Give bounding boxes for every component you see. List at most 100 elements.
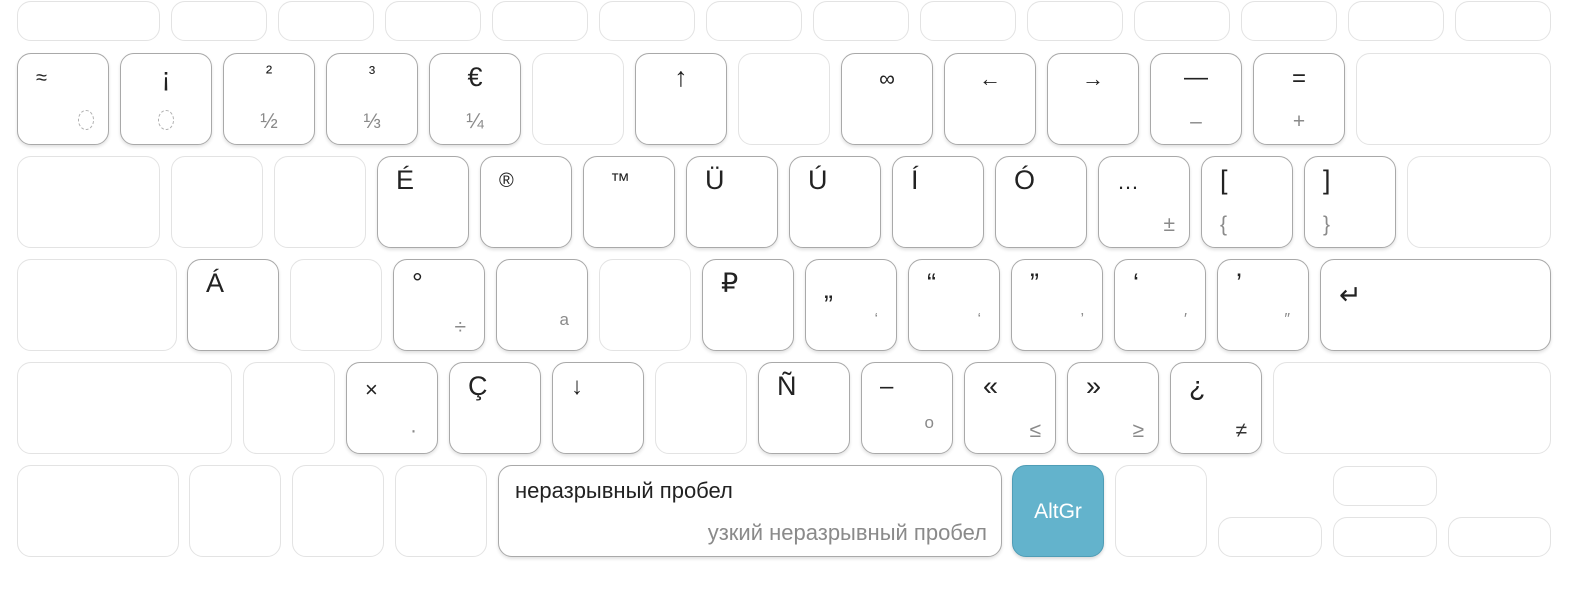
key-ruble[interactable]: ₽ (702, 259, 794, 351)
key-superscript-three[interactable]: ³ ⅓ (326, 53, 418, 145)
key-command-left[interactable] (395, 465, 487, 557)
key-primary: Ú (808, 165, 828, 195)
key-escape[interactable] (17, 1, 160, 41)
key-z[interactable] (243, 362, 335, 454)
key-backspace[interactable] (1356, 53, 1551, 145)
key-arrow-left-nav[interactable] (1218, 517, 1322, 557)
key-primary: Ñ (777, 371, 797, 401)
key-tab[interactable] (17, 156, 160, 248)
key-arrow-right-nav[interactable] (1448, 517, 1551, 557)
key-n-tilde[interactable]: Ñ (758, 362, 850, 454)
key-euro[interactable]: € ¼ (429, 53, 521, 145)
key-registered[interactable]: ® (480, 156, 572, 248)
key-right-shift[interactable] (1273, 362, 1551, 454)
key-b[interactable] (655, 362, 747, 454)
key-trademark[interactable]: ™ (583, 156, 675, 248)
key-f12[interactable] (1348, 1, 1444, 41)
key-ellipsis[interactable]: … ± (1098, 156, 1190, 248)
key-f8[interactable] (920, 1, 1016, 41)
key-blank-8[interactable] (738, 53, 830, 145)
key-right-double-quote[interactable]: ” ’ (1011, 259, 1103, 351)
key-space[interactable]: неразрывный пробел узкий неразрывный про… (498, 465, 1002, 557)
key-primary: ] (1323, 165, 1331, 195)
key-f9[interactable] (1027, 1, 1123, 41)
key-secondary: · (410, 419, 417, 442)
key-f10[interactable] (1134, 1, 1230, 41)
key-q[interactable] (171, 156, 263, 248)
key-f1[interactable] (171, 1, 267, 41)
key-secondary: ≠ (1235, 419, 1247, 442)
key-f4[interactable] (492, 1, 588, 41)
key-secondary: узкий неразрывный пробел (707, 520, 987, 545)
key-u-umlaut[interactable]: Ü (686, 156, 778, 248)
key-multiply[interactable]: × · (346, 362, 438, 454)
key-ordinal-a[interactable]: a (496, 259, 588, 351)
key-w[interactable] (274, 156, 366, 248)
key-inverted-question[interactable]: ¿ ≠ (1170, 362, 1262, 454)
key-primary: ” (1030, 268, 1039, 298)
key-u-acute[interactable]: Ú (789, 156, 881, 248)
key-option[interactable] (292, 465, 384, 557)
key-right-single-quote[interactable]: ’ ″ (1217, 259, 1309, 351)
key-o-acute[interactable]: Ó (995, 156, 1087, 248)
key-primary: Í (911, 165, 919, 195)
key-f6[interactable] (706, 1, 802, 41)
key-left-bracket[interactable]: [ { (1201, 156, 1293, 248)
key-altgr-label: AltGr (1034, 500, 1082, 523)
key-secondary: a (559, 310, 569, 329)
key-blank-6[interactable] (532, 53, 624, 145)
key-arrow-right[interactable]: → (1047, 53, 1139, 145)
key-left-shift[interactable] (17, 362, 232, 454)
key-equals[interactable]: = + (1253, 53, 1345, 145)
key-en-dash[interactable]: – o (861, 362, 953, 454)
key-arrow-down-nav[interactable] (1333, 517, 1437, 557)
key-approx[interactable]: ≈ (17, 53, 109, 145)
key-i-acute[interactable]: Í (892, 156, 984, 248)
key-f7[interactable] (813, 1, 909, 41)
key-option-right[interactable] (1115, 465, 1207, 557)
key-infinity[interactable]: ∞ (841, 53, 933, 145)
key-degree[interactable]: ° ÷ (393, 259, 485, 351)
key-s[interactable] (290, 259, 382, 351)
key-a-acute[interactable]: Á (187, 259, 279, 351)
dotted-circle-grave-icon (121, 110, 211, 134)
key-primary: » (1086, 371, 1102, 401)
key-arrow-up[interactable]: ↑ (635, 53, 727, 145)
key-secondary: – (1190, 110, 1202, 133)
key-backslash[interactable] (1407, 156, 1551, 248)
key-primary: — (1184, 64, 1208, 91)
key-altgr[interactable]: AltGr (1012, 465, 1104, 557)
key-superscript-two[interactable]: ² ½ (223, 53, 315, 145)
key-f11[interactable] (1241, 1, 1337, 41)
key-g[interactable] (599, 259, 691, 351)
key-inverted-exclamation[interactable]: ¡ (120, 53, 212, 145)
key-f3[interactable] (385, 1, 481, 41)
key-secondary: ¼ (466, 110, 484, 133)
key-enter[interactable]: ↵ (1320, 259, 1551, 351)
key-power[interactable] (1455, 1, 1551, 41)
key-low-double-quote[interactable]: „ ‘ (805, 259, 897, 351)
key-left-double-quote[interactable]: “ ‘ (908, 259, 1000, 351)
key-f2[interactable] (278, 1, 374, 41)
key-control[interactable] (189, 465, 281, 557)
key-arrow-left[interactable]: ← (944, 53, 1036, 145)
key-e-acute[interactable]: É (377, 156, 469, 248)
key-secondary: ≥ (1132, 419, 1144, 442)
key-c-cedilla[interactable]: Ç (449, 362, 541, 454)
key-left-guillemet[interactable]: « ≤ (964, 362, 1056, 454)
key-em-dash[interactable]: — – (1150, 53, 1242, 145)
key-right-guillemet[interactable]: » ≥ (1067, 362, 1159, 454)
key-secondary: ± (1163, 213, 1175, 236)
key-f5[interactable] (599, 1, 695, 41)
key-primary: ® (499, 170, 514, 192)
key-secondary: + (1292, 110, 1306, 133)
key-fn[interactable] (17, 465, 179, 557)
key-arrow-up-nav[interactable] (1333, 466, 1437, 506)
key-right-bracket[interactable]: ] } (1304, 156, 1396, 248)
key-primary: ↵ (1339, 280, 1362, 310)
key-left-single-quote[interactable]: ‘ ′ (1114, 259, 1206, 351)
key-caps-lock[interactable] (17, 259, 177, 351)
key-secondary: ‘ (977, 311, 981, 328)
key-arrow-down[interactable]: ↓ (552, 362, 644, 454)
